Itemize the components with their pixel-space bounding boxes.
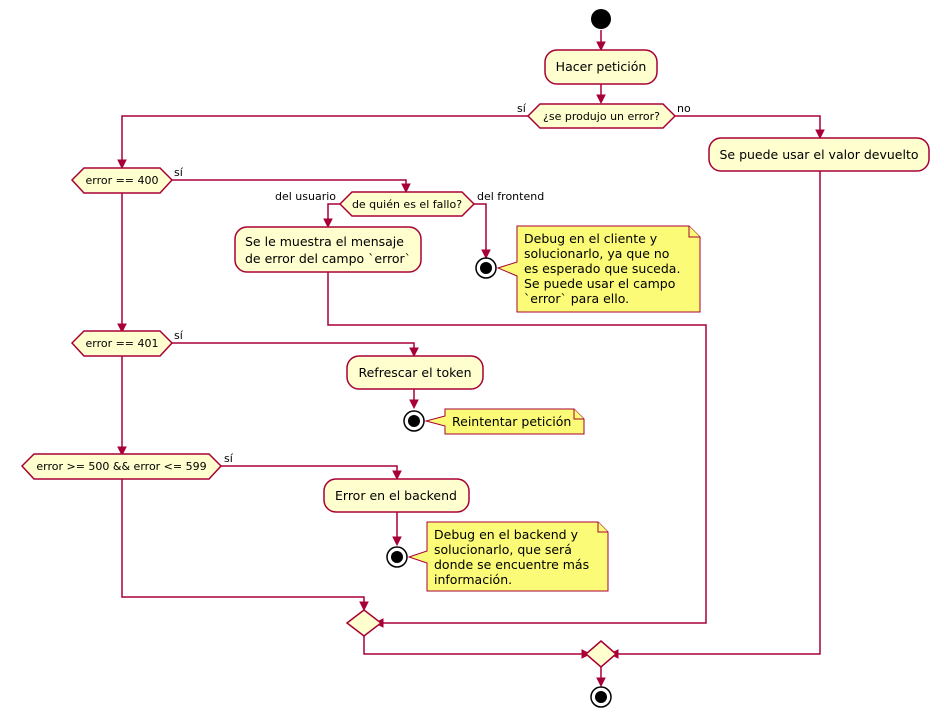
arrowhead (323, 218, 333, 229)
arrowhead (117, 323, 127, 334)
start-node (591, 9, 611, 29)
decision-error-500-label: error >= 500 && error <= 599 (36, 460, 206, 473)
decision-se-produjo-error: ¿se produjo un error? (526, 103, 677, 129)
label-error-no: no (677, 102, 691, 115)
note-frontend-line-3: es esperado que suceda. (524, 261, 680, 276)
activity-mensaje-error-line-1: Se le muestra el mensaje (245, 234, 404, 249)
activity-hacer-peticion: Hacer petición (544, 49, 658, 85)
label-401-si: sí (174, 329, 184, 342)
activity-error-backend-label: Error en el backend (335, 488, 457, 503)
arrowhead (117, 446, 127, 457)
note-frontend-line-2: solucionarlo, ya que no (524, 246, 669, 261)
arrowhead (401, 183, 411, 194)
decision-se-produjo-error-label: ¿se produjo un error? (543, 110, 660, 123)
label-del-usuario: del usuario (275, 190, 336, 203)
decision-error-400-label: error == 400 (85, 174, 158, 187)
note-frontend-line-5: `error` para ello. (524, 291, 629, 306)
edge-merge-to-merge (363, 636, 584, 655)
note-backend: Debug en el backend y solucionarlo, que … (407, 521, 609, 592)
decision-error-401: error == 401 (70, 330, 174, 357)
arrowhead (392, 470, 402, 481)
arrowhead (359, 601, 369, 612)
label-400-si: sí (174, 166, 184, 179)
decision-error-401-label: error == 401 (85, 337, 158, 350)
arrowhead (596, 94, 606, 105)
edge-400-yes (172, 179, 407, 185)
edge-500-yes (221, 465, 398, 472)
arrowhead (815, 129, 825, 140)
activity-hacer-peticion-label: Hacer petición (556, 59, 647, 74)
decision-error-500: error >= 500 && error <= 599 (20, 453, 223, 480)
activity-refrescar-token: Refrescar el token (346, 355, 484, 390)
edges (117, 30, 825, 688)
edge-error-yes (121, 115, 528, 161)
activity-mensaje-error: Se le muestra el mensaje de error del ca… (234, 226, 422, 273)
note-backend-line-2: solucionarlo, que será (434, 542, 572, 557)
edge-value-to-merge (616, 171, 821, 655)
activity-mensaje-error-line-2: de error del campo `error` (245, 251, 411, 266)
decision-de-quien: de quién es el fallo? (338, 191, 476, 217)
edge-del-usuario (327, 203, 340, 220)
note-backend-line-4: información. (434, 572, 512, 587)
activity-refrescar-token-label: Refrescar el token (358, 365, 471, 380)
arrowhead (409, 399, 419, 410)
edge-401-yes (172, 342, 415, 349)
edge-del-frontend (474, 203, 487, 252)
stop-node-token (403, 410, 425, 432)
arrowhead (409, 347, 419, 358)
note-reintentar-line-1: Reintentar petición (452, 414, 571, 429)
edge-500-no (121, 479, 365, 603)
label-error-si: sí (517, 102, 527, 115)
decision-de-quien-label: de quién es el fallo? (352, 198, 462, 211)
activity-usar-valor-label: Se puede usar el valor devuelto (719, 147, 918, 162)
stop-node-backend (386, 546, 408, 568)
activity-usar-valor: Se puede usar el valor devuelto (708, 137, 930, 172)
arrowhead (481, 249, 491, 260)
merge-diamond-inner (345, 609, 383, 637)
arrowhead (117, 159, 127, 170)
arrowhead (596, 41, 606, 52)
arrowhead (596, 677, 606, 688)
end-node (590, 686, 612, 708)
stop-node-frontend (475, 257, 497, 279)
merge-diamond-final (584, 640, 618, 668)
note-backend-line-1: Debug en el backend y (434, 527, 579, 542)
arrowhead (392, 536, 402, 547)
activity-error-backend: Error en el backend (323, 478, 470, 513)
note-frontend-line-1: Debug en el cliente y (524, 231, 658, 246)
label-del-frontend: del frontend (477, 190, 544, 203)
label-500-si: sí (224, 452, 234, 465)
note-reintentar: Reintentar petición (424, 408, 585, 435)
note-backend-line-3: donde se encuentre más (434, 557, 589, 572)
note-frontend: Debug en el cliente y solucionarlo, ya q… (496, 225, 701, 313)
edge-message-to-merge (327, 272, 707, 624)
edge-error-no (675, 115, 821, 131)
decision-error-400: error == 400 (70, 167, 174, 194)
note-frontend-line-4: Se puede usar el campo (524, 276, 675, 291)
